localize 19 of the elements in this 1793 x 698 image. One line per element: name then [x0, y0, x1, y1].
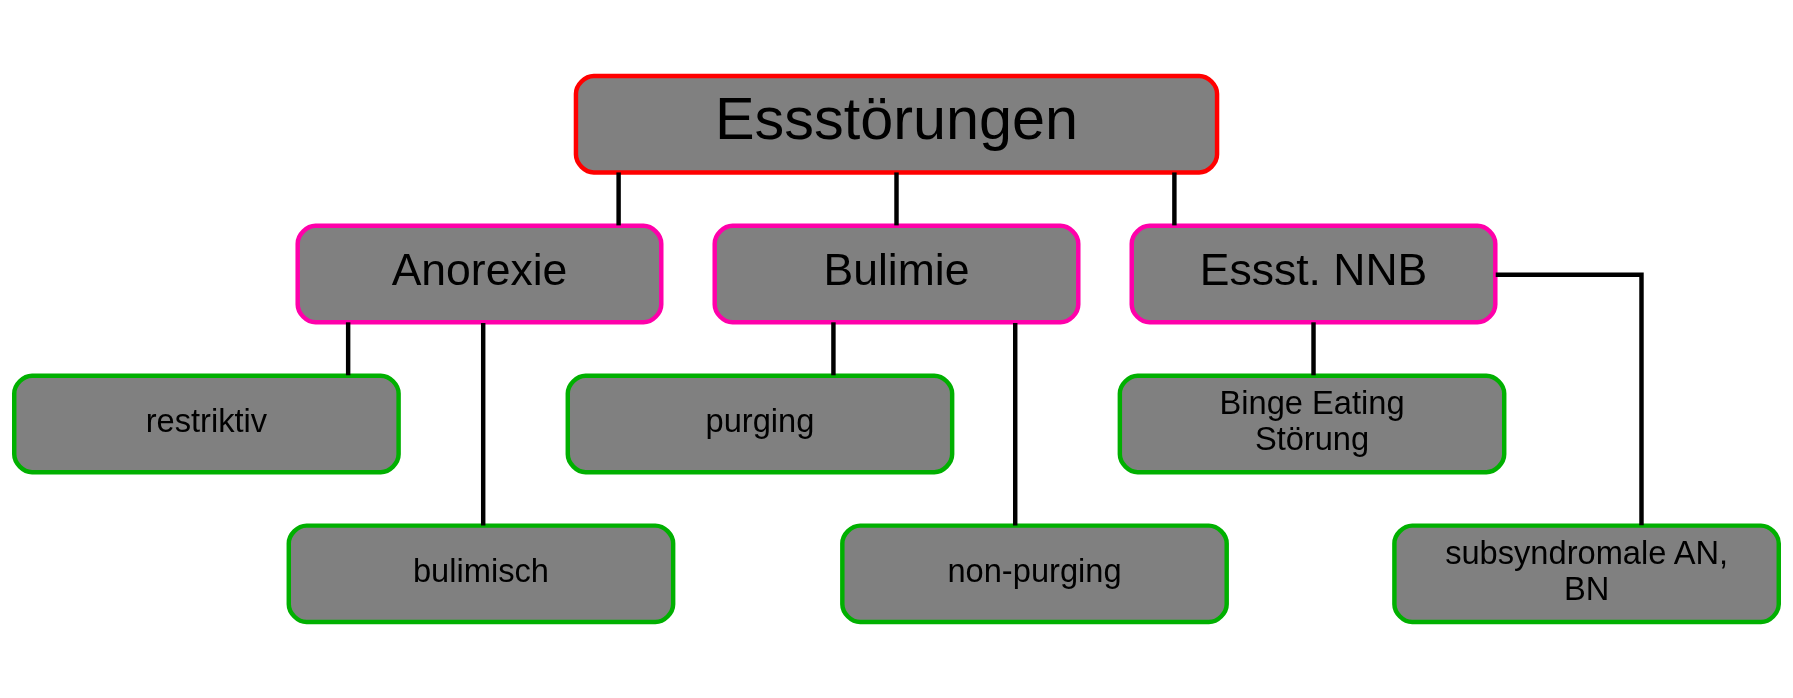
node-box: Anorexie — [295, 223, 664, 325]
node-box: purging — [565, 373, 955, 475]
connector — [894, 172, 899, 226]
node-box: bulimisch — [286, 523, 676, 625]
connector — [345, 322, 351, 376]
connector — [616, 172, 621, 226]
node-box: restriktiv — [12, 373, 401, 475]
node-box: Binge Eating Störung — [1117, 373, 1507, 475]
node-box: Bulimie — [712, 223, 1081, 325]
connector — [1495, 272, 1644, 526]
node-box: non-purging — [840, 523, 1229, 625]
node-box: Essst. NNB — [1129, 223, 1498, 325]
connector — [1172, 172, 1177, 226]
connector — [1311, 322, 1316, 376]
node-box: Essstörungen — [573, 73, 1220, 175]
connector — [480, 322, 486, 526]
connector — [831, 322, 836, 376]
node-box: subsyndromale AN, BN — [1392, 523, 1781, 625]
connector — [1013, 322, 1018, 526]
